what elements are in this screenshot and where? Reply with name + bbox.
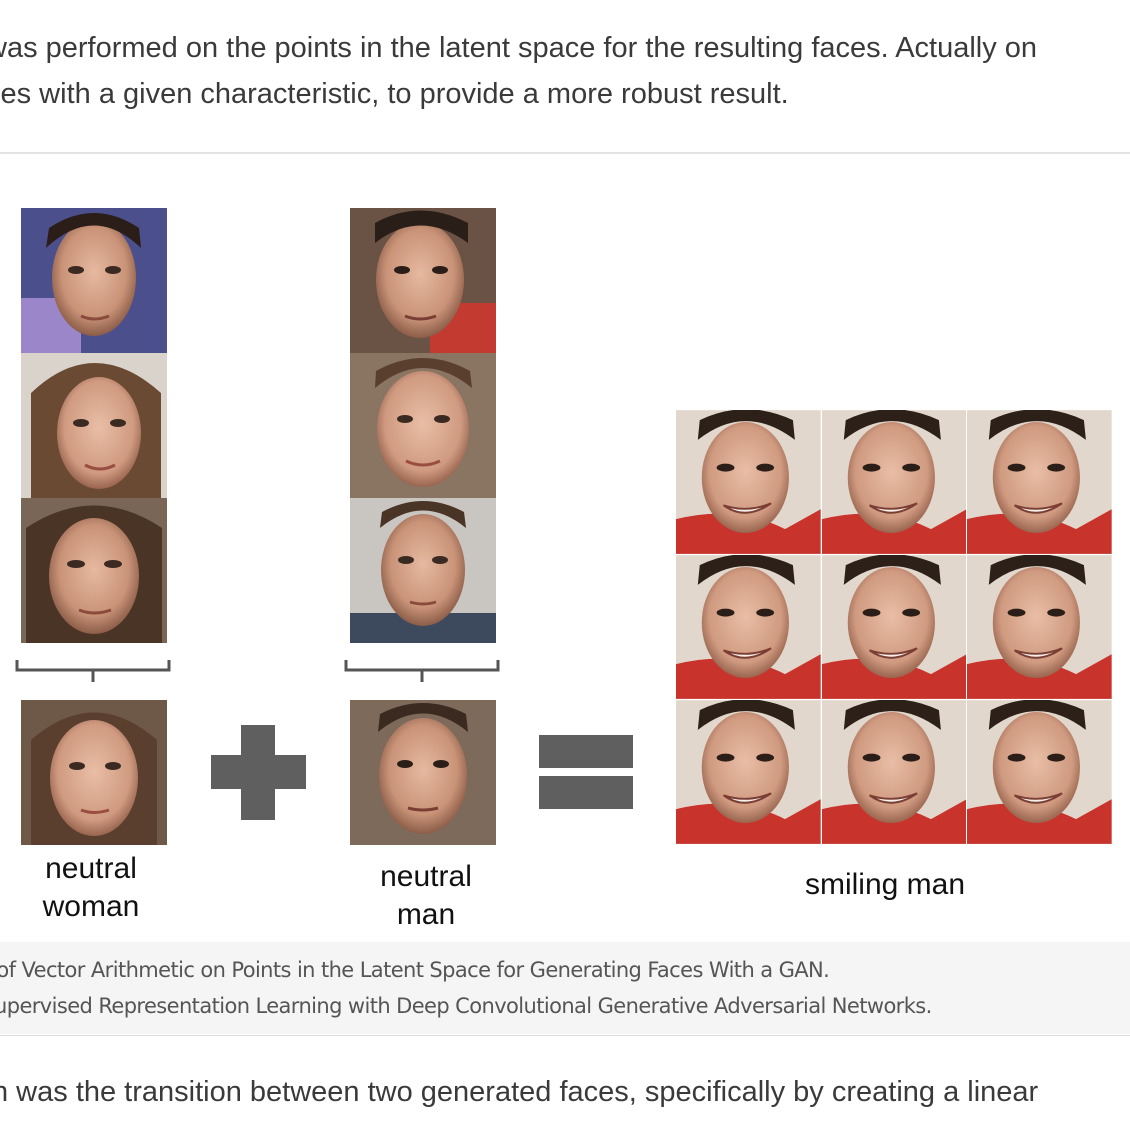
face-image-smiling-man [821, 700, 967, 844]
label-neutral-man: neutral man [336, 858, 516, 934]
face-image-smiling-man [967, 700, 1112, 844]
label-line: neutral [45, 852, 137, 885]
label-line: man [396, 898, 456, 931]
face-image-smiling-man [967, 410, 1112, 554]
face-image-woman-1 [21, 208, 167, 353]
face-image-woman-average [21, 700, 167, 845]
face-image-man-average [350, 700, 496, 845]
label-smiling-man: smiling man [804, 868, 966, 901]
face-image-smiling-man [967, 555, 1112, 699]
face-image-woman-3 [21, 498, 167, 643]
figure-caption: e of Vector Arithmetic on Points in the … [0, 942, 1130, 1034]
face-image-smiling-man [821, 555, 967, 699]
face-image-woman-2 [21, 353, 167, 498]
face-image-smiling-man [676, 410, 821, 554]
face-image-smiling-man [676, 700, 821, 844]
divider [0, 1035, 1130, 1036]
bracket-man [344, 660, 500, 682]
divider [0, 152, 1130, 154]
article-paragraph-bottom: n was the transition between two generat… [0, 1076, 1039, 1108]
caption-line: e of Vector Arithmetic on Points in the … [0, 958, 830, 982]
paragraph-line: was performed on the points in the laten… [0, 32, 1038, 64]
bracket-woman [15, 660, 171, 682]
label-line: woman [42, 890, 140, 923]
paragraph-line: ces with a given characteristic, to prov… [0, 78, 789, 110]
result-grid-smiling-man [676, 410, 1113, 845]
label-neutral-woman: neutral woman [0, 850, 182, 926]
figure-vector-arithmetic: neutral woman neutral man smiling man [0, 162, 1130, 942]
caption-line: upervised Representation Learning with D… [0, 994, 932, 1018]
face-image-man-1 [350, 208, 496, 353]
equals-bottom-bar [539, 776, 633, 809]
plus-horizontal-bar [211, 755, 306, 789]
face-image-smiling-man [821, 410, 967, 554]
face-image-man-3 [350, 498, 496, 643]
face-image-man-2 [350, 353, 496, 498]
label-line: neutral [380, 860, 472, 893]
face-image-smiling-man [676, 555, 821, 699]
article-paragraph-top: was performed on the points in the laten… [0, 25, 1037, 117]
equals-top-bar [539, 735, 633, 768]
